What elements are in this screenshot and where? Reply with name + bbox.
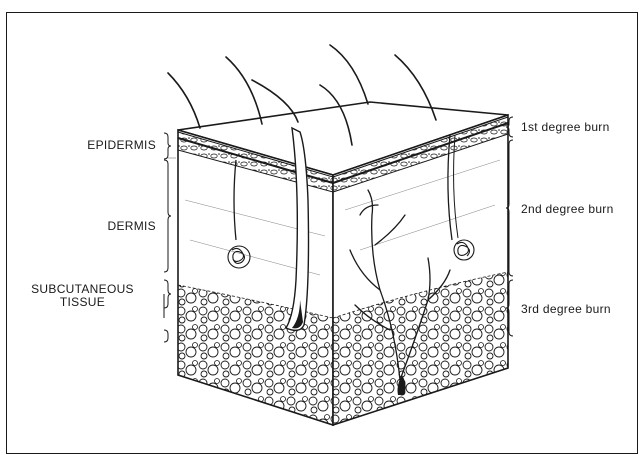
epidermis-label: EPIDERMIS	[40, 139, 156, 152]
first-degree-burn-label: 1st degree burn	[521, 121, 610, 134]
second-degree-burn-label: 2nd degree burn	[521, 203, 614, 216]
subcutaneous-label-line2: TISSUE	[20, 296, 145, 309]
dermis-label: DERMIS	[40, 220, 156, 233]
third-degree-burn-label: 3rd degree burn	[521, 303, 611, 316]
left-braces	[164, 133, 171, 342]
subcutaneous-label: SUBCUTANEOUS TISSUE	[20, 283, 145, 309]
